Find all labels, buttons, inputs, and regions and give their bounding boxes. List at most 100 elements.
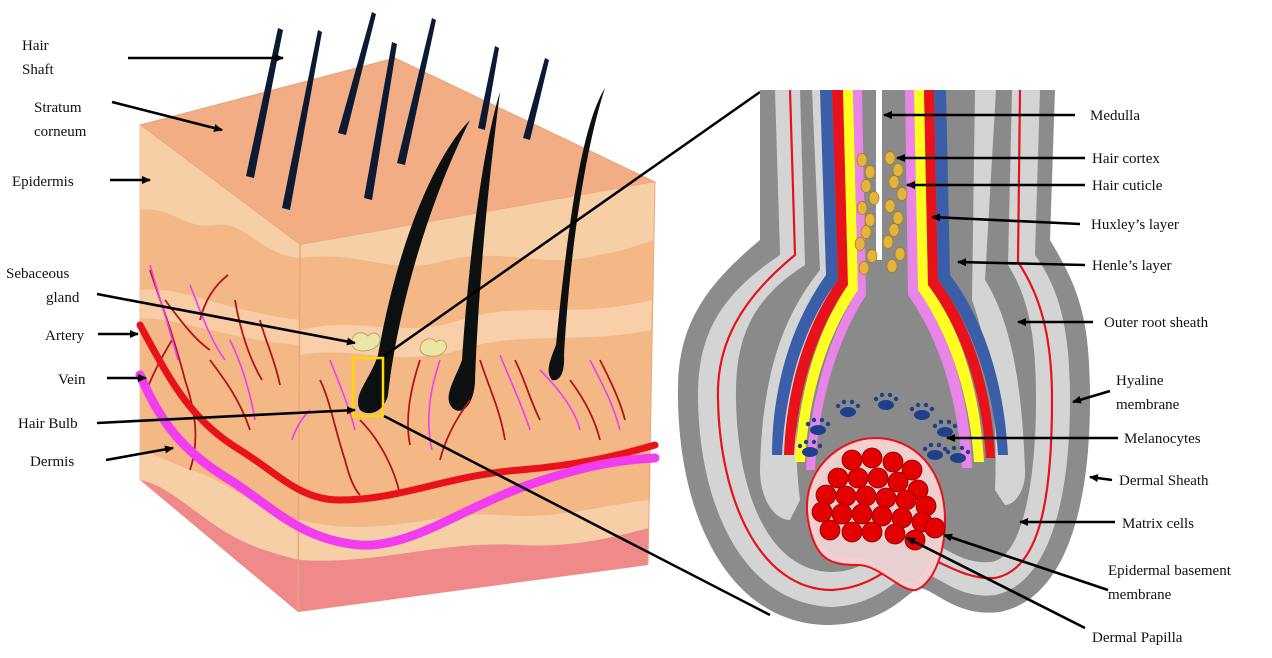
cortex-cell (867, 250, 877, 263)
cortex-cell (865, 166, 875, 179)
melanocyte-dendrite (966, 450, 970, 454)
melanocyte (937, 427, 953, 437)
melanocyte-dendrite (916, 403, 920, 407)
label-dermal-sheath: Dermal Sheath (1119, 473, 1209, 489)
papilla-cell (842, 522, 862, 542)
melanocyte-dendrite (933, 424, 937, 428)
melanocyte-dendrite (820, 418, 824, 422)
sebaceous-gland-2 (420, 339, 446, 357)
label-dermal-papilla: Dermal Papilla (1092, 630, 1183, 646)
melanocyte-dendrite (826, 422, 830, 426)
cortex-cell (883, 236, 893, 249)
cortex-cell (861, 226, 871, 239)
label-sebaceous-line2: gland (46, 290, 80, 306)
label-hair-shaft-line1: Hair (22, 38, 49, 54)
melanocyte-dendrite (842, 400, 846, 404)
cortex-cell (885, 200, 895, 213)
melanocyte-dendrite (812, 418, 816, 422)
right-labels: Medulla Hair cortex Hair cuticle Huxley’… (1090, 108, 1232, 646)
cortex-cell (893, 212, 903, 225)
follicle-cross-section (678, 90, 1090, 625)
cortex-cell (857, 202, 867, 215)
melanocyte-dendrite (952, 446, 956, 450)
label-stratum-line2: corneum (34, 124, 87, 140)
melanocyte-dendrite (939, 420, 943, 424)
papilla-cell (856, 486, 876, 506)
cortex-cell (869, 192, 879, 205)
melanocyte-dendrite (856, 404, 860, 408)
label-huxley: Huxley’s layer (1091, 217, 1179, 233)
papilla-cell (885, 524, 905, 544)
papilla-cell (862, 522, 882, 542)
cortex-cell (895, 248, 905, 261)
label-hair-bulb: Hair Bulb (18, 416, 78, 432)
label-epidermal-bm-line1: Epidermal basement (1108, 563, 1232, 579)
label-medulla: Medulla (1090, 108, 1140, 124)
cortex-cell (859, 262, 869, 275)
cortex-cell (865, 214, 875, 227)
papilla-cell (828, 468, 848, 488)
label-matrix-cells: Matrix cells (1122, 516, 1194, 532)
cortex-cell (889, 224, 899, 237)
melanocyte (927, 450, 943, 460)
melanocyte-dendrite (910, 407, 914, 411)
melanocyte-dendrite (929, 443, 933, 447)
cortex-cell (893, 164, 903, 177)
label-sebaceous-line1: Sebaceous (6, 266, 69, 282)
melanocyte (802, 447, 818, 457)
label-henle: Henle’s layer (1092, 258, 1172, 274)
cortex-cell (887, 260, 897, 273)
medulla-line (876, 90, 882, 260)
melanocyte (914, 410, 930, 420)
cortex-cell (885, 152, 895, 165)
label-dermis: Dermis (30, 454, 74, 470)
melanocyte-dendrite (943, 447, 947, 451)
melanocyte-dendrite (923, 447, 927, 451)
cortex-cell (889, 176, 899, 189)
papilla-cell (820, 520, 840, 540)
skin-block (140, 58, 655, 612)
melanocyte-dendrite (812, 440, 816, 444)
papilla-cell (883, 452, 903, 472)
papilla-cell (925, 518, 945, 538)
melanocyte-dendrite (953, 424, 957, 428)
melanocyte-dendrite (880, 393, 884, 397)
cortex-cell (855, 238, 865, 251)
cortex-cell (857, 154, 867, 167)
melanocyte-dendrite (924, 403, 928, 407)
label-epidermal-bm-line2: membrane (1108, 587, 1172, 603)
papilla-cell (868, 468, 888, 488)
melanocyte-dendrite (836, 404, 840, 408)
left-labels: Hair Shaft Stratum corneum Epidermis Seb… (6, 38, 87, 470)
label-vein: Vein (58, 372, 86, 388)
melanocyte (840, 407, 856, 417)
melanocyte (878, 400, 894, 410)
cortex-cell (861, 180, 871, 193)
papilla-cell (836, 486, 856, 506)
label-hyaline-line1: Hyaline (1116, 373, 1164, 389)
melanocyte-dendrite (937, 443, 941, 447)
melanocyte-dendrite (930, 407, 934, 411)
melanocyte-dendrite (960, 446, 964, 450)
papilla-cell (876, 488, 896, 508)
cortex-cell (897, 188, 907, 201)
label-artery: Artery (45, 328, 85, 344)
papilla-cell (862, 448, 882, 468)
label-hair-cortex: Hair cortex (1092, 151, 1160, 167)
label-melanocytes: Melanocytes (1124, 431, 1201, 447)
melanocyte-dendrite (874, 397, 878, 401)
melanocyte-dendrite (894, 397, 898, 401)
label-stratum-line1: Stratum (34, 100, 82, 116)
papilla-cell (842, 450, 862, 470)
melanocyte-dendrite (818, 444, 822, 448)
papilla-cell (812, 502, 832, 522)
label-hyaline-line2: membrane (1116, 397, 1180, 413)
papilla-cell (816, 485, 836, 505)
label-outer-root-sheath: Outer root sheath (1104, 315, 1209, 331)
papilla-cell (848, 468, 868, 488)
label-hair-shaft-line2: Shaft (22, 62, 54, 78)
melanocyte (810, 425, 826, 435)
papilla-cell (852, 504, 872, 524)
